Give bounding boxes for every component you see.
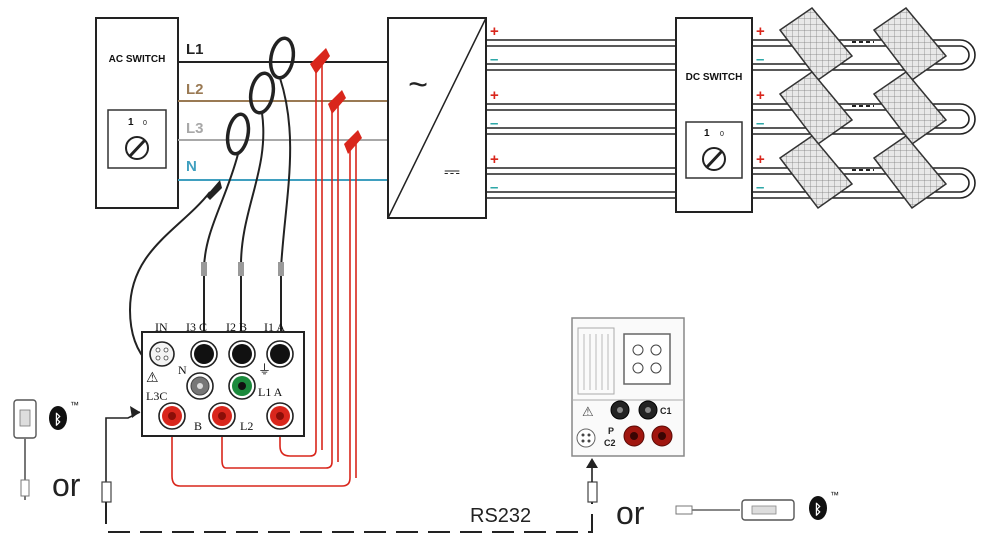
- label-c2: C2: [604, 438, 616, 448]
- ac-switch: AC SWITCH 1 0: [95, 17, 179, 209]
- dc-strings-left: + – + – + –: [486, 23, 676, 199]
- dc-switch: DC SWITCH 1 0: [675, 17, 753, 213]
- jack-label-l2: L2: [240, 419, 253, 433]
- dc-switch-on-mark: 1: [704, 128, 710, 139]
- dc-plus-3: +: [490, 151, 499, 168]
- jack-i1a: [266, 340, 294, 368]
- inverter-ac-symbol: ~: [408, 66, 428, 104]
- solar-panel: [872, 70, 948, 146]
- line-label-n: N: [186, 158, 197, 175]
- instrument-left-panel: IN I3 C I2 B I1 A ⚠ N ⏚ L1 A L3C B L2: [141, 320, 305, 437]
- jack-label-l3c: L3C: [146, 389, 167, 403]
- clamp-l3: [225, 112, 251, 156]
- rs232-cable: [105, 502, 593, 533]
- dc-switch-off-mark: 0: [720, 131, 724, 138]
- neutral-probe-tip: [206, 180, 222, 200]
- jack-label-b: B: [194, 419, 202, 433]
- serial-plug-left: [101, 481, 112, 503]
- connection: ᛒ ™ or RS232 or ᛒ ™: [13, 399, 839, 533]
- clamp-l2: [248, 71, 276, 115]
- jack-n: [186, 372, 214, 400]
- solar-panel: [872, 6, 948, 82]
- dc-minus-6: –: [756, 179, 764, 196]
- dc-plus-4: +: [756, 23, 765, 40]
- label-p: P: [608, 426, 614, 436]
- jack-c1-black: [610, 400, 630, 420]
- solar-panel: [778, 6, 854, 82]
- jack-l1: [266, 402, 294, 430]
- dc-switch-title: DC SWITCH: [686, 72, 743, 83]
- jack-ground: [228, 372, 256, 400]
- ac-switch-on-mark: 1: [128, 117, 134, 128]
- jack-l3: [158, 402, 186, 430]
- jack-label-i2b: I2 B: [226, 320, 247, 334]
- connector-round: [576, 428, 596, 448]
- voltage-probe-leads: [171, 62, 357, 487]
- jack-label-i3c: I3 C: [186, 320, 207, 334]
- jack-label-l1a: L1 A: [258, 385, 283, 399]
- dc-minus-5: –: [756, 115, 764, 132]
- ground-icon: ⏚: [258, 362, 271, 377]
- dc-strings-right: + – + – + –: [752, 23, 976, 199]
- bluetooth-tm-right: ™: [830, 490, 839, 500]
- serial-cable-left: [105, 411, 141, 486]
- inverter: ~ ⎓: [387, 17, 487, 219]
- solar-panels: [778, 6, 948, 210]
- line-label-l3: L3: [186, 120, 204, 137]
- clamp-l1: [268, 36, 296, 80]
- bluetooth-dongle-right: [675, 499, 795, 521]
- rs232-label: RS232: [470, 505, 531, 527]
- svg-text:ᛒ: ᛒ: [54, 411, 62, 427]
- socket-4pin: [623, 333, 671, 385]
- warning-icon: ⚠: [146, 369, 159, 385]
- label-c1: C1: [660, 406, 672, 416]
- current-clamps: [225, 36, 296, 156]
- solar-panel: [872, 134, 948, 210]
- ac-switch-off-mark: 0: [143, 120, 147, 127]
- dc-minus-4: –: [756, 51, 764, 68]
- dc-plus-5: +: [756, 87, 765, 104]
- dc-plus-6: +: [756, 151, 765, 168]
- bluetooth-dongle-left: [13, 399, 37, 500]
- serial-plug-right: [587, 481, 598, 503]
- jack-in: [149, 341, 175, 367]
- dc-minus-2: –: [490, 115, 498, 132]
- jack-c2-red: [651, 425, 673, 447]
- jack-label-i1a: I1 A: [264, 320, 285, 334]
- inverter-dc-symbol: ⎓: [444, 161, 460, 183]
- dc-minus-1: –: [490, 51, 498, 68]
- jack-label-n: N: [178, 363, 187, 377]
- or-left: or: [52, 467, 81, 503]
- cable-ferrules: [201, 262, 284, 276]
- probe-tips: [310, 48, 362, 154]
- dc-plus-1: +: [490, 23, 499, 40]
- bluetooth-icon: ᛒ: [49, 406, 67, 430]
- jack-l2: [208, 402, 236, 430]
- jack-label-in: IN: [155, 320, 168, 334]
- dc-plus-2: +: [490, 87, 499, 104]
- right-warning-icon: ⚠: [582, 404, 594, 419]
- bluetooth-icon-right: ᛒ: [809, 496, 827, 520]
- solar-panel: [778, 70, 854, 146]
- instrument-right-panel: ⚠ C1 P C2: [571, 317, 685, 457]
- svg-text:ᛒ: ᛒ: [814, 501, 822, 517]
- ac-switch-title: AC SWITCH: [109, 54, 166, 65]
- ac-lines: L1 L2 L3 N: [178, 41, 388, 181]
- line-label-l1: L1: [186, 41, 204, 58]
- bluetooth-tm-left: ™: [70, 400, 79, 410]
- solar-panel: [778, 134, 854, 210]
- jack-i2b: [228, 340, 256, 368]
- line-label-l2: L2: [186, 81, 204, 98]
- jack-p-red: [623, 425, 645, 447]
- jack-i3c: [190, 340, 218, 368]
- jack-c1-black-2: [638, 400, 658, 420]
- or-right: or: [616, 495, 645, 531]
- dc-minus-3: –: [490, 179, 498, 196]
